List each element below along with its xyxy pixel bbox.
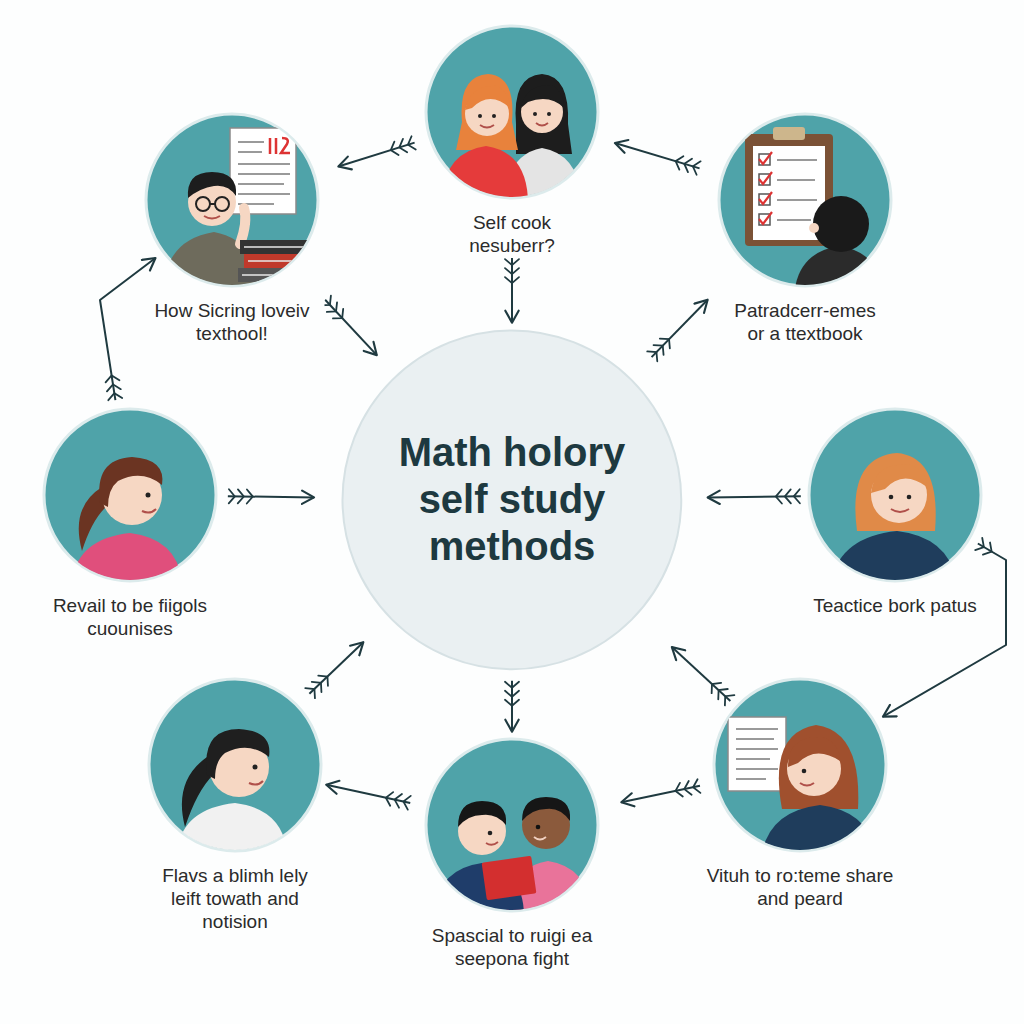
flow-arrow: [708, 496, 801, 497]
method-shape: [712, 677, 888, 853]
method-caption: How Sicring loveiv texthool!: [140, 300, 325, 346]
caption-block: Vituh to ro:teme share and peard: [695, 865, 905, 911]
caption-block: Revail to be fiigols cuounises: [33, 595, 228, 641]
arrow-group: [647, 300, 707, 362]
method-shape: [717, 112, 893, 288]
method-caption: Vituh to ro:teme share and peard: [695, 865, 905, 911]
arrow-feather: [675, 779, 700, 796]
flow-arrow: [325, 300, 377, 355]
method-shape: [807, 407, 983, 583]
arrow-feather: [391, 136, 416, 155]
arrow-feather: [647, 339, 670, 362]
flow-arrow: [309, 642, 363, 694]
arrow-group: [505, 258, 519, 323]
method-caption: Flavs a blimh lely leift towath and noti…: [150, 865, 320, 933]
arrow-feather: [712, 683, 735, 705]
arrow-group: [326, 785, 410, 810]
flow-arrow: [326, 785, 410, 803]
arrow-feather: [505, 682, 519, 706]
method-shape: [144, 112, 320, 288]
arrow-group: [615, 143, 701, 175]
flow-arrow: [338, 143, 414, 167]
caption-block: Self cook nesuberr?: [456, 212, 568, 258]
arrow-group: [672, 647, 735, 705]
flow-arrow: [228, 496, 314, 497]
method-circle: How Sicring loveiv texthool!: [144, 112, 320, 288]
flow-arrow: [621, 786, 700, 802]
method-caption: Patradcerr-emes or a ttextbook: [726, 300, 884, 346]
flow-arrow: [672, 647, 731, 701]
arrow-feather: [305, 676, 328, 699]
arrow-group: [305, 642, 363, 698]
method-circle: Flavs a blimh lely leift towath and noti…: [147, 677, 323, 853]
person-illustration: [745, 127, 883, 288]
arrow-group: [708, 489, 801, 503]
arrow-feather: [975, 538, 991, 555]
method-circle: Teactice bork patus: [807, 407, 983, 583]
hub-circle: Math holory self study methods: [341, 329, 683, 671]
person-illustration: [728, 717, 876, 853]
method-circle: Spascial to ruigi ea seepona fight: [424, 737, 600, 913]
flow-arrow: [615, 143, 700, 168]
arrow-feather: [386, 792, 411, 809]
method-caption: Teactice bork patus: [810, 595, 980, 618]
arrow-group: [505, 681, 519, 732]
method-shape: [424, 737, 600, 913]
caption-block: Patradcerr-emes or a ttextbook: [726, 300, 884, 346]
person-illustration: [164, 128, 312, 288]
arrow-feather: [776, 489, 800, 503]
caption-block: Teactice bork patus: [810, 595, 980, 618]
person-illustration: [177, 729, 287, 853]
caption-block: Spascial to ruigi ea seepona fight: [417, 925, 607, 971]
hub-text-block: Math holory self study methods: [372, 429, 652, 571]
flow-arrow: [652, 300, 708, 357]
method-circle: Self cook nesuberr?: [424, 24, 600, 200]
caption-block: How Sicring loveiv texthool!: [140, 300, 325, 346]
method-caption: Self cook nesuberr?: [456, 212, 568, 258]
arrow-group: [338, 136, 415, 166]
person-illustration: [72, 457, 182, 583]
person-illustration: [442, 74, 582, 200]
arrow-group: [621, 779, 700, 802]
person-illustration: [434, 797, 592, 913]
arrow-group: [228, 489, 314, 503]
person-illustration: [831, 453, 957, 583]
method-circle: Patradcerr-emes or a ttextbook: [717, 112, 893, 288]
arrow-feather: [106, 375, 123, 400]
arrow-feather: [676, 156, 701, 175]
hub-disc: [343, 331, 682, 670]
method-shape: [424, 24, 600, 200]
method-circle: Vituh to ro:teme share and peard: [712, 677, 888, 853]
method-circle: Revail to be fiigols cuounises: [42, 407, 218, 583]
flow-arrow: [511, 258, 513, 323]
arrow-feather: [229, 489, 253, 503]
method-caption: Spascial to ruigi ea seepona fight: [417, 925, 607, 971]
arrow-feather: [505, 259, 519, 283]
method-shape: [42, 407, 218, 583]
caption-block: Flavs a blimh lely leift towath and noti…: [150, 865, 320, 933]
arrow-group: [321, 296, 377, 355]
method-shape: [147, 677, 323, 853]
method-caption: Revail to be fiigols cuounises: [33, 595, 228, 641]
hub-title: Math holory self study methods: [372, 429, 652, 571]
